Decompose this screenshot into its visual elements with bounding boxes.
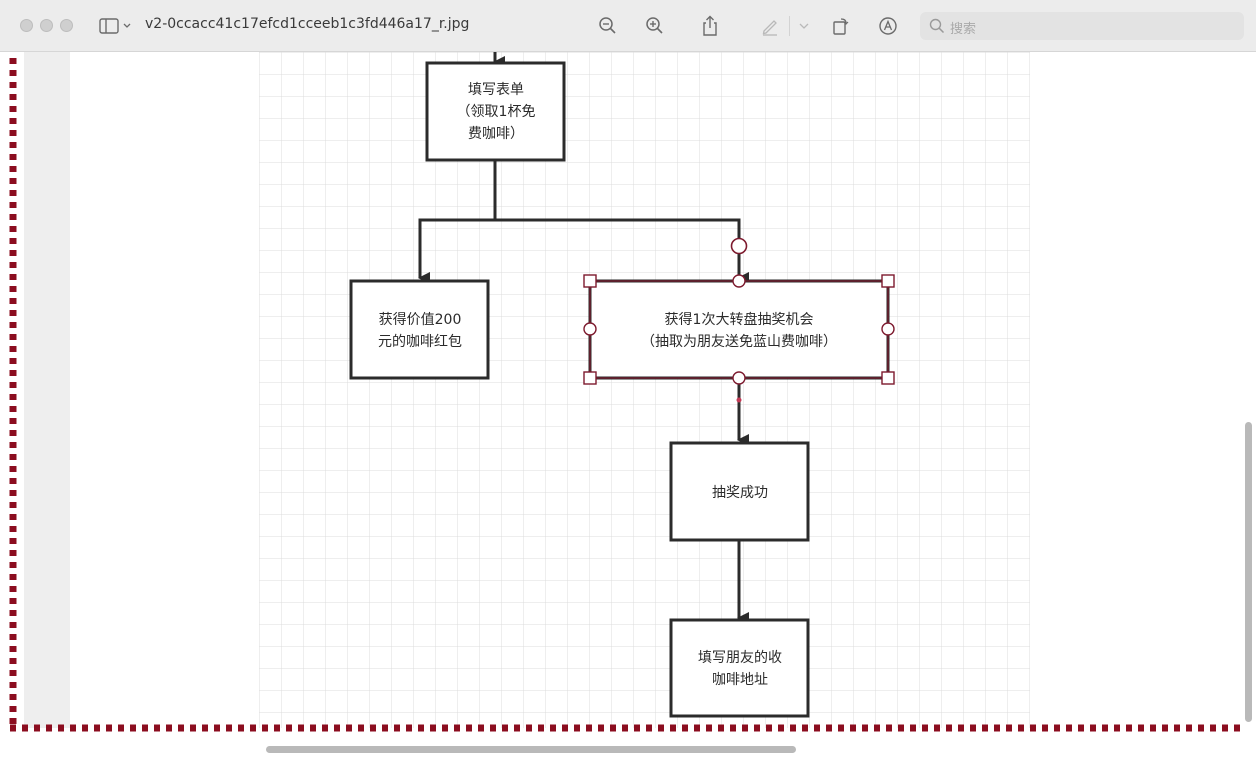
zoom-out-button[interactable]: [595, 14, 621, 38]
resize-handle-bottom-left[interactable]: [583, 371, 597, 385]
search-field[interactable]: 搜索: [920, 12, 1244, 40]
page-margin: [24, 52, 70, 728]
connector-form-to-lottery: [495, 218, 749, 284]
window-toolbar: v2-0ccacc41c17efcd1cceeb1c3fd446a17_r.jp…: [0, 0, 1256, 52]
zoom-out-icon: [599, 17, 616, 34]
close-window-button[interactable]: [20, 19, 33, 32]
node-red-packet: 获得价值200 元的咖啡红包: [349, 279, 490, 380]
markup-button[interactable]: [757, 14, 783, 38]
node-red-packet-line-2: 元的咖啡红包: [378, 334, 462, 350]
rotate-icon: [833, 18, 849, 35]
node-form-line-1: 填写表单: [468, 82, 524, 98]
sidebar-icon: [99, 18, 131, 34]
vertical-scrollbar-thumb[interactable]: [1245, 422, 1252, 722]
resize-handle-top-right[interactable]: [881, 274, 895, 288]
node-lottery-line-2: （抽取为朋友送免蓝山费咖啡）: [641, 334, 837, 350]
node-address: 填写朋友的收 咖啡地址: [669, 618, 810, 718]
image-viewport[interactable]: 填写表单 （领取1杯免 费咖啡） 获得价值200 元的咖啡红包 获得1次大转盘抽…: [0, 52, 1256, 758]
node-win-line-1: 抽奖成功: [712, 484, 768, 501]
flowchart-image: 填写表单 （领取1杯免 费咖啡） 获得价值200 元的咖啡红包 获得1次大转盘抽…: [9, 52, 1242, 732]
annotate-button[interactable]: [875, 14, 901, 38]
search-icon: [929, 18, 945, 34]
edge-waypoint-dot[interactable]: [736, 397, 742, 403]
connection-point-right[interactable]: [881, 322, 895, 336]
node-win: 抽奖成功: [669, 441, 810, 542]
connector-form-to-red-packet: [418, 160, 497, 284]
chevron-down-icon: [799, 23, 809, 29]
search-placeholder: 搜索: [950, 22, 977, 37]
rotate-button[interactable]: [827, 14, 853, 38]
node-address-line-1: 填写朋友的收: [698, 650, 782, 666]
node-lottery-line-1: 获得1次大转盘抽奖机会: [665, 311, 814, 328]
node-form-line-2: （领取1杯免: [457, 104, 536, 120]
zoom-window-button[interactable]: [60, 19, 73, 32]
connection-point-left[interactable]: [583, 322, 597, 336]
connection-point-bottom[interactable]: [732, 371, 746, 385]
toolbar-divider: [789, 16, 790, 36]
node-form-line-3: 费咖啡）: [468, 126, 524, 142]
markup-menu-button[interactable]: [793, 14, 815, 38]
zoom-in-icon: [646, 17, 663, 34]
resize-handle-top-left[interactable]: [583, 274, 597, 288]
node-address-line-2: 咖啡地址: [712, 672, 768, 688]
edge-endpoint-handle[interactable]: [730, 237, 748, 255]
node-fill-form: 填写表单 （领取1杯免 费咖啡）: [425, 61, 566, 162]
zoom-in-button[interactable]: [642, 14, 668, 38]
markup-pen-icon: [762, 20, 777, 36]
share-button[interactable]: [697, 14, 723, 38]
minimize-window-button[interactable]: [40, 19, 53, 32]
horizontal-scrollbar-thumb[interactable]: [266, 746, 796, 753]
share-icon: [703, 15, 717, 36]
node-red-packet-line-1: 获得价值200: [379, 311, 462, 328]
window-title: v2-0ccacc41c17efcd1cceeb1c3fd446a17_r.jp…: [145, 16, 470, 32]
resize-handle-bottom-right[interactable]: [881, 371, 895, 385]
grid-canvas: [259, 52, 1030, 728]
sidebar-toggle-button[interactable]: [97, 14, 135, 38]
connection-point-top[interactable]: [732, 274, 746, 288]
annotate-icon: [879, 17, 897, 35]
node-lottery-selected[interactable]: 获得1次大转盘抽奖机会 （抽取为朋友送免蓝山费咖啡）: [583, 237, 895, 403]
